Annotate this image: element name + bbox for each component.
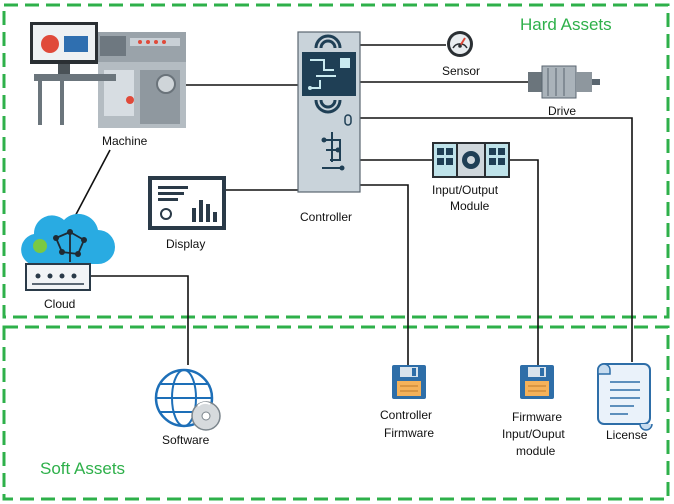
connector-controller-firmware xyxy=(360,184,409,365)
sensor-label: Sensor xyxy=(442,64,480,78)
connector-controller-license xyxy=(360,117,633,362)
io-module-icon xyxy=(432,142,510,178)
io-module-label-line2: Module xyxy=(450,199,490,213)
io-firmware-label-line3: module xyxy=(516,444,556,458)
machine-label: Machine xyxy=(102,134,148,148)
hard-assets-title: Hard Assets xyxy=(520,15,612,34)
controller-firmware-label-line2: Firmware xyxy=(384,426,434,440)
software-node[interactable]: Software xyxy=(154,368,221,447)
globe-disc-icon xyxy=(154,368,221,431)
hard-assets-region xyxy=(2,3,670,319)
floppy-icon xyxy=(392,365,426,399)
controller-firmware-node[interactable]: Controller Firmware xyxy=(380,365,434,440)
connector-io-iofirmware xyxy=(510,159,539,365)
cloud-node[interactable]: Cloud xyxy=(21,213,116,311)
cloud-label: Cloud xyxy=(44,297,75,311)
controller-label: Controller xyxy=(300,210,352,224)
floppy-icon xyxy=(520,365,554,399)
cloud-icon xyxy=(21,213,116,291)
io-firmware-label-line1: Firmware xyxy=(512,410,562,424)
sensor-node[interactable]: Sensor xyxy=(442,31,480,78)
motor-icon xyxy=(528,65,600,99)
drive-node[interactable]: Drive xyxy=(528,65,600,118)
software-label: Software xyxy=(162,433,210,447)
gauge-icon xyxy=(447,31,473,57)
controller-firmware-label-line1: Controller xyxy=(380,408,432,422)
display-icon xyxy=(148,176,226,230)
io-firmware-label-line2: Input/Ouput xyxy=(502,427,565,441)
machine-icon xyxy=(30,22,186,128)
soft-assets-region xyxy=(2,325,670,501)
license-label: License xyxy=(606,428,648,442)
machine-node[interactable]: Machine xyxy=(30,22,186,148)
display-node[interactable]: Display xyxy=(148,176,226,251)
connector-machine-cloud xyxy=(71,149,111,223)
scroll-icon xyxy=(597,363,653,431)
display-label: Display xyxy=(166,237,205,251)
io-module-node[interactable]: Input/Output Module xyxy=(432,142,510,213)
connectors xyxy=(71,44,633,365)
controller-node[interactable]: Controller xyxy=(297,31,361,224)
drive-label: Drive xyxy=(548,104,576,118)
soft-assets-title: Soft Assets xyxy=(40,459,125,478)
controller-icon xyxy=(297,31,361,193)
connector-cloud-software xyxy=(90,275,189,365)
io-module-label-line1: Input/Output xyxy=(432,183,499,197)
license-node[interactable]: License xyxy=(597,363,653,442)
io-firmware-node[interactable]: Firmware Input/Ouput module xyxy=(502,365,565,458)
